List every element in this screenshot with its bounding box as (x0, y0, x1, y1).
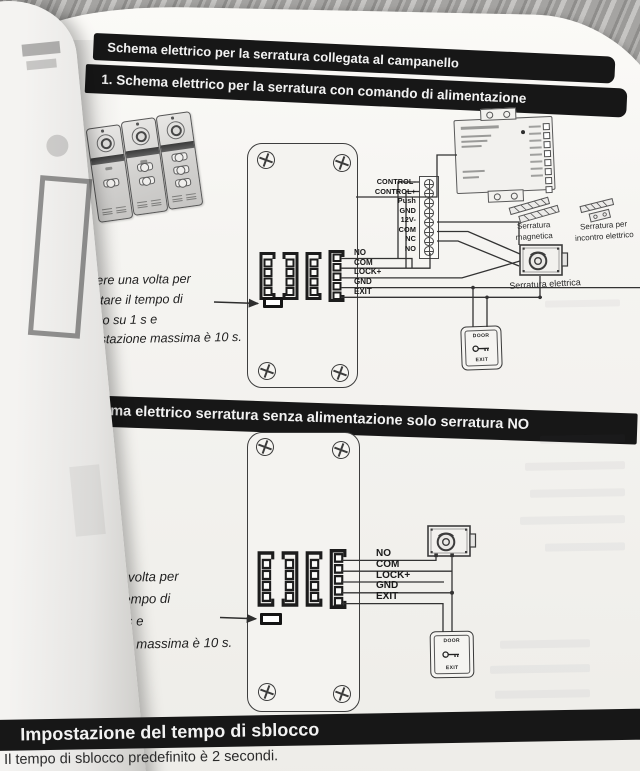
terminal-label: NC (405, 234, 416, 244)
wire-label: EXIT (354, 286, 372, 296)
door-exit-button: DOOR EXIT (460, 325, 503, 371)
wire-label: COM (354, 257, 373, 267)
wire-label: LOCK+ (354, 267, 382, 277)
wire-label: EXIT (376, 591, 399, 603)
terminal-label: GND (399, 205, 416, 215)
control-terminal-labels: CONTROL- CONTROL+ Push GND 12V- COM NC N… (352, 177, 416, 253)
wire-label: NO (354, 248, 366, 257)
terminal-label: Push (397, 196, 416, 206)
terminal-label: CONTROL+ (374, 186, 416, 196)
unlock-time-set-button (260, 613, 282, 625)
monitor-back-unit-1 (247, 143, 358, 388)
wire-label: GND (354, 277, 372, 287)
terminal-label: CONTROL- (376, 177, 416, 186)
wiring-connectors (259, 250, 345, 302)
monitor-back-unit-2 (247, 432, 360, 712)
terminal-label: NO (404, 243, 416, 253)
wire-label: LOCK+ (376, 569, 411, 581)
show-through-frame (27, 175, 93, 339)
harness-wire-labels-2: NO COM LOCK+ GND EXIT (376, 548, 424, 603)
electric-lock-icon (427, 525, 477, 557)
magnetic-lock-label: Serratura magnetica (515, 220, 553, 242)
terminal-label: COM (398, 224, 416, 234)
wire-label: NO (376, 548, 391, 559)
show-through-bar (21, 41, 61, 57)
show-through-blob (69, 464, 106, 537)
show-through-blob (45, 133, 70, 158)
wire-label: COM (376, 558, 400, 570)
wire-label: GND (376, 580, 399, 592)
electric-strike-icon (579, 198, 615, 223)
banner-unlock-time-text: Impostazione del tempo di sblocco (20, 719, 320, 745)
unlock-time-set-button (263, 297, 283, 308)
key-icon (471, 344, 489, 352)
door-exit-button: DOOR EXIT (429, 630, 475, 679)
electric-lock-icon (519, 244, 569, 276)
key-icon (442, 651, 460, 658)
show-through-bar (26, 58, 57, 71)
arrow-pointer (213, 298, 260, 623)
magnetic-lock-icon (508, 196, 560, 224)
harness-wire-labels-1: NO COM LOCK+ GND EXIT (354, 248, 394, 297)
wiring-connectors (257, 549, 347, 609)
terminal-label: 12V- (400, 215, 416, 225)
